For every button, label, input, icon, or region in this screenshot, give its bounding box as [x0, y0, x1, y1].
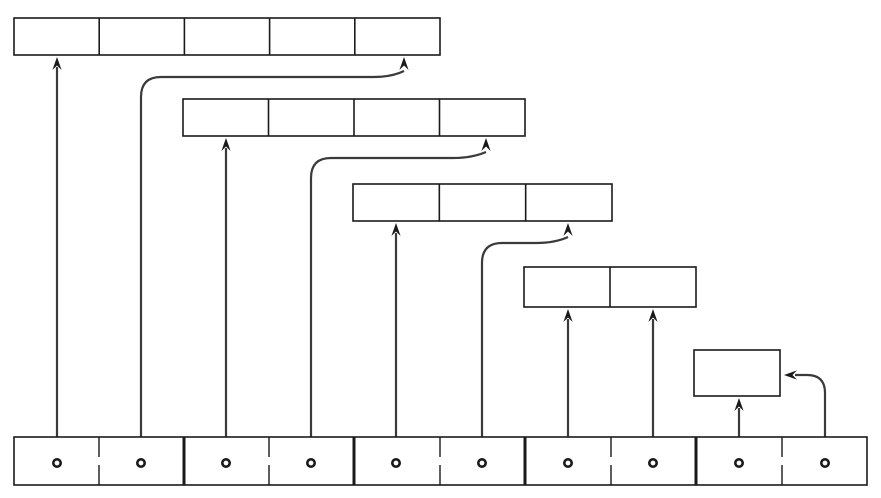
level-box-1-outline — [13, 17, 441, 56]
connector-up-6-head — [734, 398, 744, 411]
connector-curve-2-head — [481, 138, 491, 151]
connector-up-2-head — [221, 138, 231, 151]
base-cell-10[interactable] — [819, 457, 830, 468]
connector-up-3-head — [391, 223, 401, 236]
level-box-1 — [13, 17, 441, 56]
connector-up-4-head — [563, 309, 573, 322]
level-box-4 — [523, 266, 697, 308]
level-box-2 — [182, 98, 526, 137]
connector-curve-4-head — [784, 370, 797, 380]
connector-curve-1-head — [399, 57, 409, 70]
connector-up-5-head — [648, 309, 658, 322]
connector-layer — [52, 57, 827, 437]
base-cell-2-ring-icon — [136, 457, 147, 468]
base-cell-9[interactable] — [733, 457, 744, 468]
base-cell-5[interactable] — [390, 457, 401, 468]
base-cell-6[interactable] — [476, 457, 487, 468]
connector-up-1-head — [52, 57, 62, 70]
base-cell-3-ring-icon — [221, 457, 232, 468]
connector-curve-3-head — [563, 223, 573, 236]
level-box-5-outline — [693, 349, 781, 397]
level-box-3 — [352, 183, 613, 222]
base-cell-1[interactable] — [51, 457, 62, 468]
base-cell-4[interactable] — [305, 457, 316, 468]
box-layer — [13, 17, 781, 397]
level-box-5 — [693, 349, 781, 397]
base-cell-10-ring-icon — [819, 457, 830, 468]
base-cell-7[interactable] — [562, 457, 573, 468]
base-cell-9-ring-icon — [733, 457, 744, 468]
base-cell-2[interactable] — [136, 457, 147, 468]
connector-curve-2 — [309, 150, 487, 437]
level-box-3-outline — [352, 183, 613, 222]
connector-curve-1 — [139, 70, 405, 437]
base-cell-5-ring-icon — [390, 457, 401, 468]
base-array-layer — [13, 436, 868, 486]
connector-curve-3 — [480, 235, 569, 437]
base-cell-4-ring-icon — [305, 457, 316, 468]
base-cell-8[interactable] — [647, 457, 658, 468]
connector-curve-4 — [795, 373, 827, 437]
base-cell-6-ring-icon — [476, 457, 487, 468]
base-cell-1-ring-icon — [51, 457, 62, 468]
base-cell-7-ring-icon — [562, 457, 573, 468]
base-cell-3[interactable] — [221, 457, 232, 468]
base-cell-8-ring-icon — [647, 457, 658, 468]
